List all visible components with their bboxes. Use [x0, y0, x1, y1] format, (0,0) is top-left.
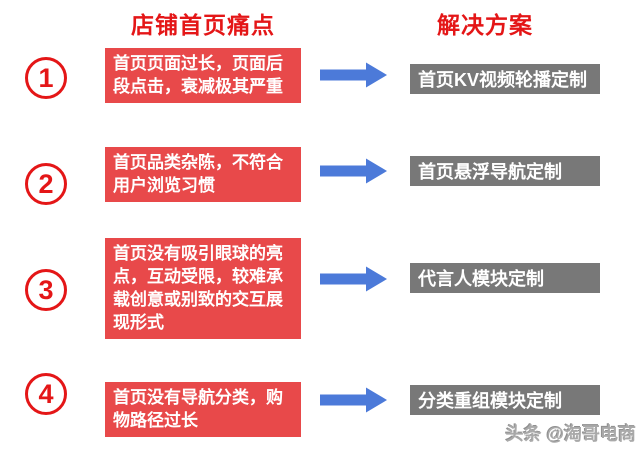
step-number-badge: 4 [25, 373, 67, 415]
pain-point-box: 首页没有导航分类，购物路径过长 [105, 382, 301, 437]
solution-box: 首页KV视频轮播定制 [410, 64, 600, 94]
arrow-right-icon [320, 387, 388, 413]
step-number: 3 [38, 274, 54, 305]
pain-point-box: 首页没有吸引眼球的亮点，互动受限，较难承载创意或别致的交互展现形式 [105, 238, 301, 339]
solution-box: 首页悬浮导航定制 [410, 156, 600, 186]
step-number: 2 [38, 168, 54, 199]
step-number: 4 [38, 378, 54, 409]
step-number-badge: 2 [25, 163, 67, 205]
watermark: 头条 @淘哥电商 [505, 424, 636, 444]
arrow-right-icon [320, 158, 388, 184]
pain-point-box: 首页品类杂陈，不符合用户浏览习惯 [105, 147, 301, 202]
step-number: 1 [38, 62, 54, 93]
step-number-badge: 1 [25, 57, 67, 99]
pain-points-header: 店铺首页痛点 [131, 12, 275, 38]
solutions-header: 解决方案 [437, 12, 533, 38]
arrow-right-icon [320, 62, 388, 88]
arrow-right-icon [320, 266, 388, 292]
pain-point-box: 首页页面过长，页面后段点击，衰减极其严重 [105, 48, 301, 103]
solution-box: 分类重组模块定制 [410, 385, 600, 415]
solution-box: 代言人模块定制 [410, 263, 600, 293]
step-number-badge: 3 [25, 269, 67, 311]
